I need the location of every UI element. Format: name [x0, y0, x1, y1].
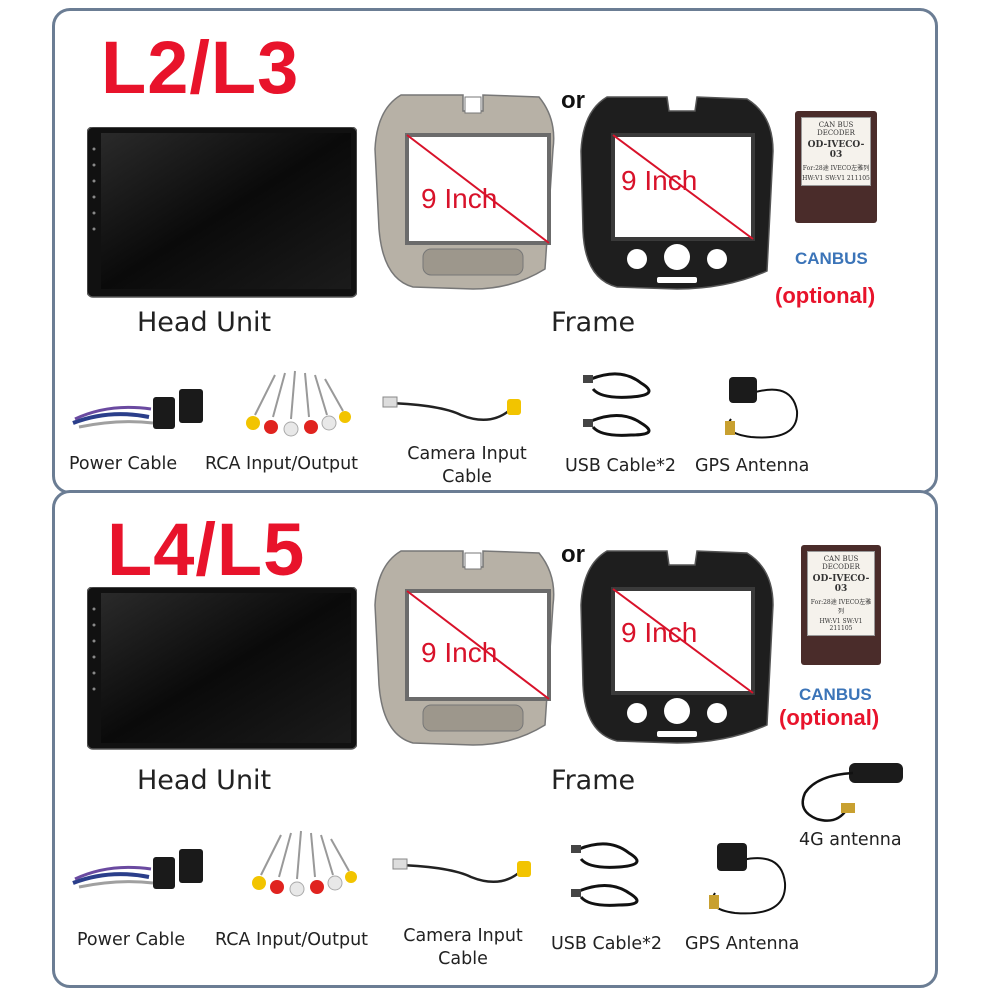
gps-antenna-label: GPS Antenna	[695, 456, 810, 476]
4g-antenna-label: 4G antenna	[799, 830, 902, 850]
camera-cable-label: Camera Input Cable	[403, 443, 531, 489]
frame-black-image	[580, 96, 774, 290]
4g-antenna-image	[801, 763, 903, 822]
camera-cable-image	[382, 396, 521, 422]
or-separator: or	[561, 541, 585, 568]
gps-antenna-label: GPS Antenna	[685, 934, 800, 954]
usb-cable-label: USB Cable*2	[565, 456, 677, 476]
camera-cable-label: Camera Input Cable	[399, 925, 527, 971]
frame-label: Frame	[551, 765, 636, 796]
decoder-text-1: CAN BUS DECODER	[817, 121, 855, 137]
frame-size-label-left: 9 Inch	[421, 183, 498, 214]
or-separator: or	[561, 87, 585, 114]
camera-cable-label-line2: Cable	[442, 466, 492, 487]
rca-cable-image	[246, 370, 351, 437]
frame-size-label-right: 9 Inch	[621, 165, 698, 196]
gps-antenna-image	[725, 377, 799, 439]
decoder-text-1: CAN BUS DECODER	[822, 555, 860, 571]
canbus-decoder-image: CAN BUS DECODER OD-IVECO-03 For:28途 IVEC…	[801, 545, 881, 665]
usb-cable-label: USB Cable*2	[551, 934, 663, 954]
power-cable-label: Power Cable	[77, 930, 186, 950]
canbus-label: CANBUS	[799, 685, 872, 704]
optional-label: (optional)	[775, 283, 876, 308]
canbus-label: CANBUS	[795, 249, 868, 268]
decoder-text-4: HW:V1 SW:V1 211105	[819, 618, 863, 632]
package-panel-l4-l5: L4/L5 Head Unit 9 Inch or 9 Inch Frame C…	[52, 490, 938, 988]
decoder-text-4: HW:V1 SW:V1 211105	[802, 175, 870, 182]
frame-label: Frame	[551, 307, 636, 338]
usb-cable-image	[583, 372, 651, 437]
head-unit-label: Head Unit	[137, 765, 272, 796]
gps-antenna-image	[709, 843, 787, 915]
usb-cable-image	[571, 842, 639, 907]
head-unit-label: Head Unit	[137, 307, 272, 338]
frame-black-image	[580, 550, 774, 744]
version-title: L4/L5	[107, 508, 306, 591]
frame-silver-image	[374, 550, 555, 746]
canbus-decoder-image: CAN BUS DECODER OD-IVECO-03 For:28途 IVEC…	[795, 111, 877, 223]
rca-cable-label: RCA Input/Output	[205, 454, 359, 474]
decoder-text-3: For:28途 IVECO左雅列	[810, 599, 872, 615]
rca-cable-image	[252, 830, 357, 897]
optional-label: (optional)	[779, 705, 880, 730]
head-unit-image	[87, 127, 357, 298]
power-cable-image	[72, 849, 203, 889]
power-cable-label: Power Cable	[69, 454, 178, 474]
power-cable-image	[72, 389, 203, 429]
decoder-text-3: For:28途 IVECO左雅列	[802, 165, 870, 172]
decoder-text-2: OD-IVECO-03	[807, 140, 865, 160]
package-panel-l2-l3: L2/L3 Head Unit 9 Inch or 9 Inch Frame C…	[52, 8, 938, 494]
decoder-text-2: OD-IVECO-03	[812, 574, 870, 594]
decoder-sticker: CAN BUS DECODER OD-IVECO-03 For:28途 IVEC…	[807, 551, 875, 636]
frame-silver-image	[374, 94, 555, 290]
camera-cable-label-line1: Camera Input	[407, 444, 527, 464]
version-title: L2/L3	[101, 26, 300, 109]
decoder-sticker: CAN BUS DECODER OD-IVECO-03 For:28途 IVEC…	[801, 117, 871, 186]
head-unit-image	[87, 587, 357, 750]
frame-size-label-right: 9 Inch	[621, 617, 698, 648]
camera-cable-label-line2: Cable	[438, 948, 488, 969]
rca-cable-label: RCA Input/Output	[215, 930, 369, 950]
camera-cable-image	[392, 858, 531, 884]
camera-cable-label-line1: Camera Input	[403, 926, 523, 946]
frame-size-label-left: 9 Inch	[421, 637, 498, 668]
